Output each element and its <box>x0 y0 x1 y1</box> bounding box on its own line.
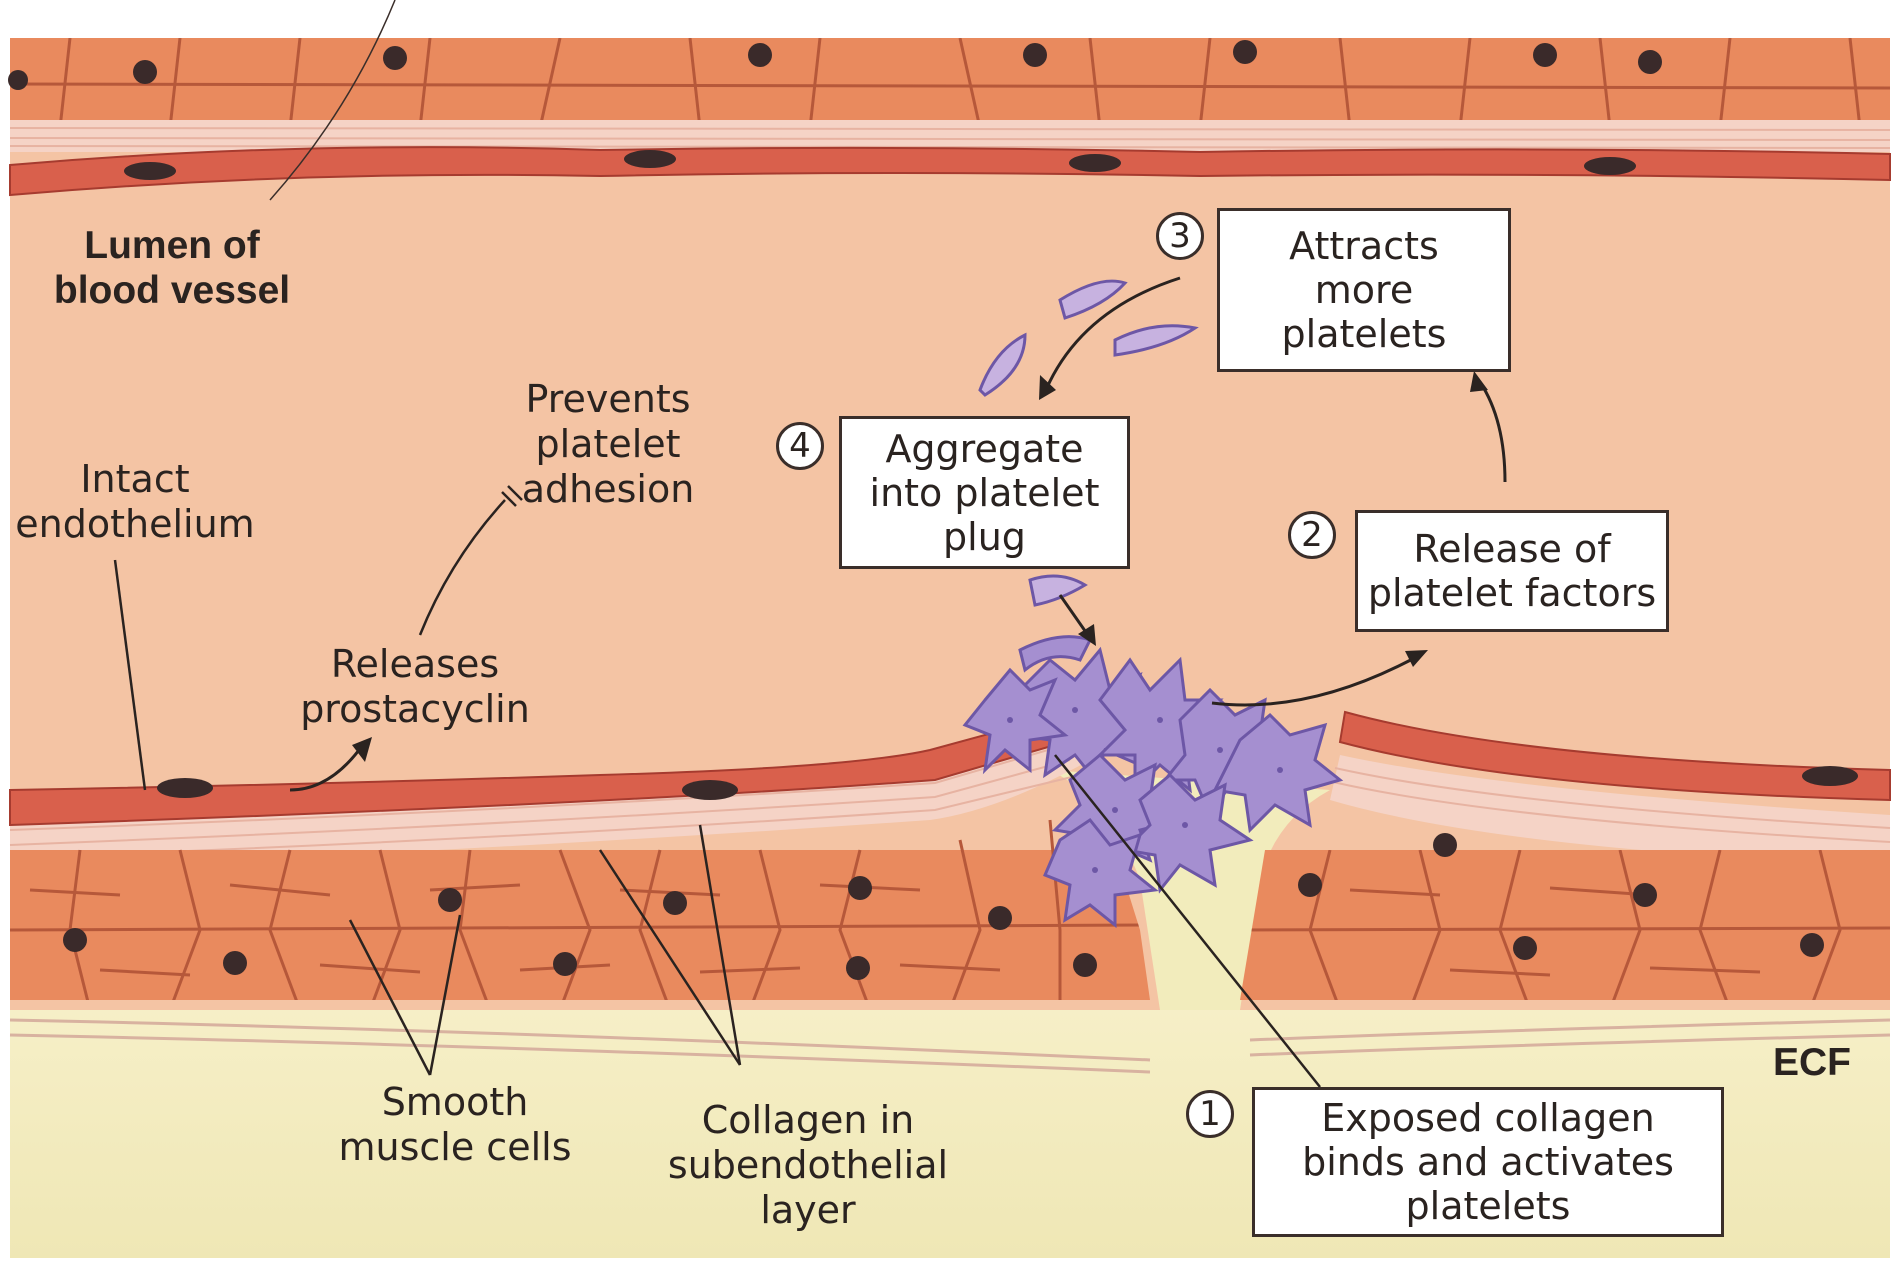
releases-prostacyclin-label: Releases prostacyclin <box>300 642 530 732</box>
step-1-box: Exposed collagen binds and activates pla… <box>1252 1087 1724 1237</box>
bottom-right-endothelial-nucleus <box>1802 766 1858 786</box>
step-3-number: 3 <box>1156 212 1204 260</box>
step-4-box: Aggregate into platelet plug <box>839 416 1130 569</box>
step-2-box: Release of platelet factors <box>1355 510 1669 632</box>
bottom-right-smooth-muscle <box>1240 850 1890 1010</box>
step-4-number: 4 <box>776 422 824 470</box>
step-1-number: 1 <box>1186 1090 1234 1138</box>
smooth-muscle-label: Smooth muscle cells <box>339 1080 572 1170</box>
collagen-layer-label: Collagen in subendothelial layer <box>668 1098 948 1233</box>
step-2-number: 2 <box>1288 511 1336 559</box>
step-3-box: Attracts more platelets <box>1217 208 1511 372</box>
intact-endothelium-label: Intact endothelium <box>15 457 254 547</box>
prevents-adhesion-label: Prevents platelet adhesion <box>522 377 695 512</box>
top-smooth-muscle-layer <box>10 38 1890 128</box>
ecf-label: ECF <box>1773 1040 1851 1085</box>
lumen-label: Lumen of blood vessel <box>54 223 290 313</box>
